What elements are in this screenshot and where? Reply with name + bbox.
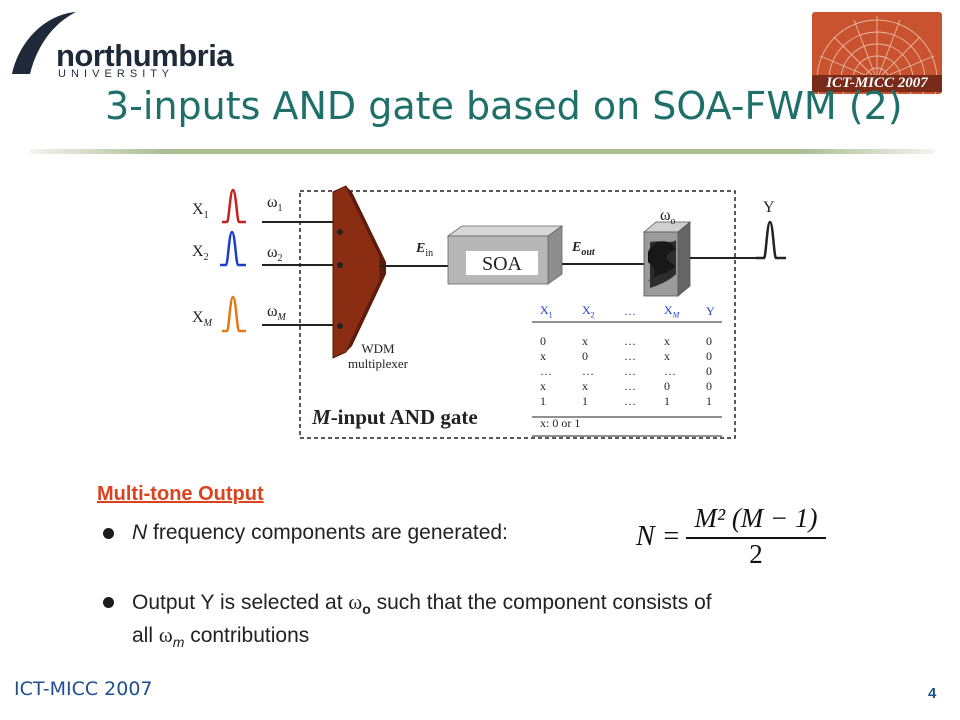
logo-swoosh-icon [12,12,76,74]
truth-table: X1 X2 … XM Y 0 x … x 0 x 0 … x 0 … … … …… [540,303,726,431]
freq-label-m: ωM [267,303,286,324]
badge-label: ICT-MICC 2007 [812,75,942,92]
pulse-xm-icon [222,295,246,333]
input-label-xm: XM [192,309,212,330]
soa-label: SOA [481,253,522,275]
footer-conference: ICT-MICC 2007 [14,678,153,700]
formula-numerator: M² (M − 1) [694,503,818,533]
page-number: 4 [928,685,937,702]
slide-title: 3-inputs AND gate based on SOA-FWM (2) [105,84,903,128]
truth-table-header: X1 X2 … XM Y [540,303,715,320]
section-heading: Multi-tone Output [97,483,264,505]
input-label-x2: X2 [192,243,209,264]
bullet-frequency-components: N frequency components are generated: [132,521,508,544]
bullet-output-selection: Output Y is selected at ωo such that the… [132,590,712,651]
formula: N = M² (M − 1) 2 [636,503,826,573]
table-row: x 0 … x 0 [540,349,712,364]
output-label-y: Y [763,199,775,216]
freq-label-2: ω2 [267,244,283,265]
bullet-icon [103,597,114,608]
conference-badge: ICT-MICC 2007 [812,12,942,94]
input-label-x1: X1 [192,201,209,222]
university-logo: northumbria U N I V E R S I T Y [8,8,238,80]
pulse-x1-icon [222,188,246,224]
eout-label: Eout [572,240,595,258]
table-row: … … … … 0 [540,364,712,379]
gate-boundary [299,190,736,439]
and-gate-diagram [220,185,786,439]
formula-bar [686,537,826,539]
table-row: x x … 0 0 [540,379,712,394]
table-row: 0 x … x 0 [540,334,712,349]
gate-label: M-input AND gate [312,405,478,429]
bullet-icon [103,528,114,539]
ein-label: Ein [416,241,434,259]
logo-subtitle: U N I V E R S I T Y [58,68,170,80]
pulse-x2-icon [220,230,246,267]
logo-name: northumbria [56,38,234,73]
truth-table-note: x: 0 or 1 [540,416,581,431]
title-divider [30,149,935,154]
freq-label-1: ω1 [267,194,283,215]
mux-label: WDM multiplexer [348,341,408,371]
table-row: 1 1 … 1 1 [540,394,712,409]
pulse-y-icon [756,220,786,260]
formula-denominator: 2 [749,539,763,569]
formula-lhs: N = [636,521,681,552]
filter-label: ωo [660,207,676,228]
